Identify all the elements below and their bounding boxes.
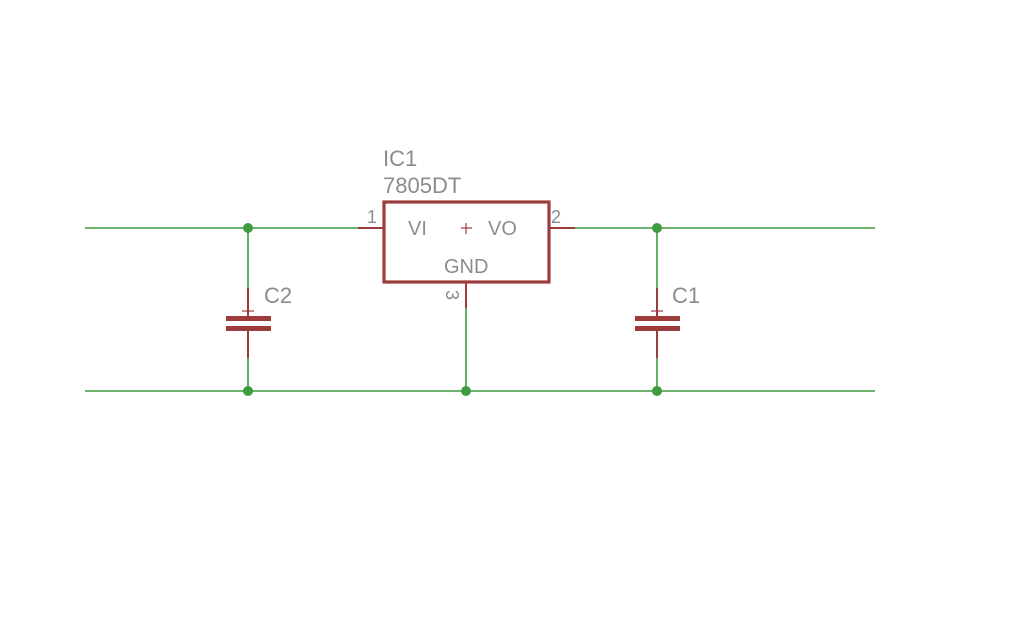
capacitor-c2[interactable]: C2: [226, 283, 292, 358]
ic1-pin-3-number: 3: [442, 290, 462, 300]
ic1-pin-gnd-label: GND: [444, 256, 488, 278]
ic1-pin-vi-label: VI: [408, 218, 427, 240]
c2-ref-label: C2: [264, 283, 292, 308]
c1-ref-label: C1: [672, 283, 700, 308]
c2-plate-top: [226, 316, 271, 321]
junction-dot-c2-top: [243, 223, 253, 233]
capacitor-c1[interactable]: C1: [635, 283, 700, 358]
junction-dot-gnd: [461, 386, 471, 396]
c2-plate-bottom: [226, 326, 271, 331]
ic1-ref-label: IC1: [383, 146, 417, 171]
c1-plate-bottom: [635, 326, 680, 331]
ic1-value-label: 7805DT: [383, 173, 461, 198]
junction-dot-c2-bottom: [243, 386, 253, 396]
ic1-pin-vo-label: VO: [488, 218, 517, 240]
ic1-regulator[interactable]: IC1 7805DT VI VO GND 1 2 3: [358, 146, 575, 308]
ic1-pin-1-number: 1: [367, 207, 377, 227]
ic1-pin-2-number: 2: [551, 207, 561, 227]
c1-plate-top: [635, 316, 680, 321]
junction-dot-c1-bottom: [652, 386, 662, 396]
junction-dot-c1-top: [652, 223, 662, 233]
